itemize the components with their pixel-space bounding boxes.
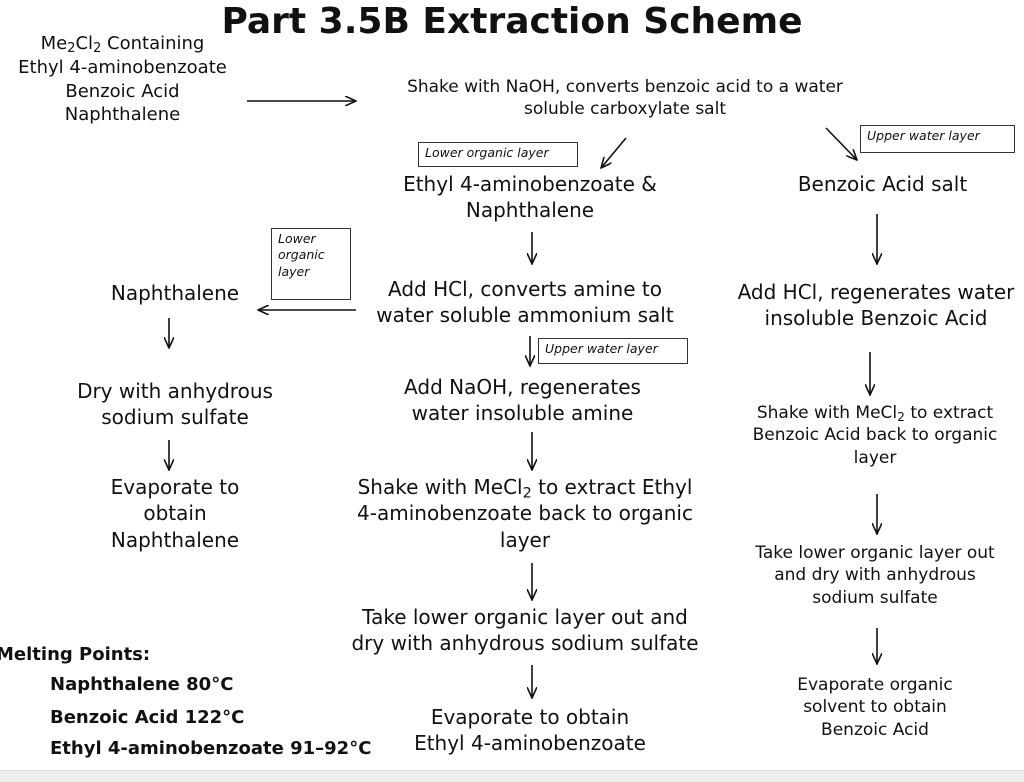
window-bottom-edge [0,770,1024,782]
product-naphthalene: Naphthalene [110,281,240,305]
label-upper-water-layer: Upper water layer [860,125,1015,153]
step-naoh-extraction: Shake with NaOH, converts benzoic acid t… [407,77,843,120]
starting-mixture: Me2Cl2 Containing Ethyl 4-aminobenzoate … [5,32,240,127]
component-benzoic: Benzoic Acid [65,80,180,102]
arrow-to-lower-organic [601,137,627,168]
melting-points-heading: Melting Points: [0,644,151,665]
label-lower-organic-layer: Lower organic layer [418,142,578,167]
label-lower-organic-layer-2: Lower organic layer [271,228,351,300]
melting-point-benzoic-acid: Benzoic Acid 122°C [50,707,245,728]
step-shake-mecl2-benzoic: Shake with MeCl2 to extract Benzoic Acid… [752,403,998,468]
benzoic-acid-salt: Benzoic Acid salt [797,172,968,196]
component-naphthalene: Naphthalene [64,104,181,126]
label-upper-water-layer-2: Upper water layer [538,338,688,364]
step-shake-mecl2-ethyl: Shake with MeCl2 to extract Ethyl 4-amin… [357,475,693,552]
melting-point-naphthalene: Naphthalene 80°C [50,674,234,695]
arrow-to-upper-water [825,127,857,160]
page-title: Part 3.5B Extraction Scheme [221,1,803,42]
melting-point-ethyl-aminobenzoate: Ethyl 4-aminobenzoate 91–92°C [50,738,372,759]
component-ethyl: Ethyl 4-aminobenzoate [18,56,227,78]
mixture-ethyl-naphthalene: Ethyl 4-aminobenzoate &Naphthalene [403,172,657,223]
solvent-line: Me2Cl2 Containing [40,33,205,57]
